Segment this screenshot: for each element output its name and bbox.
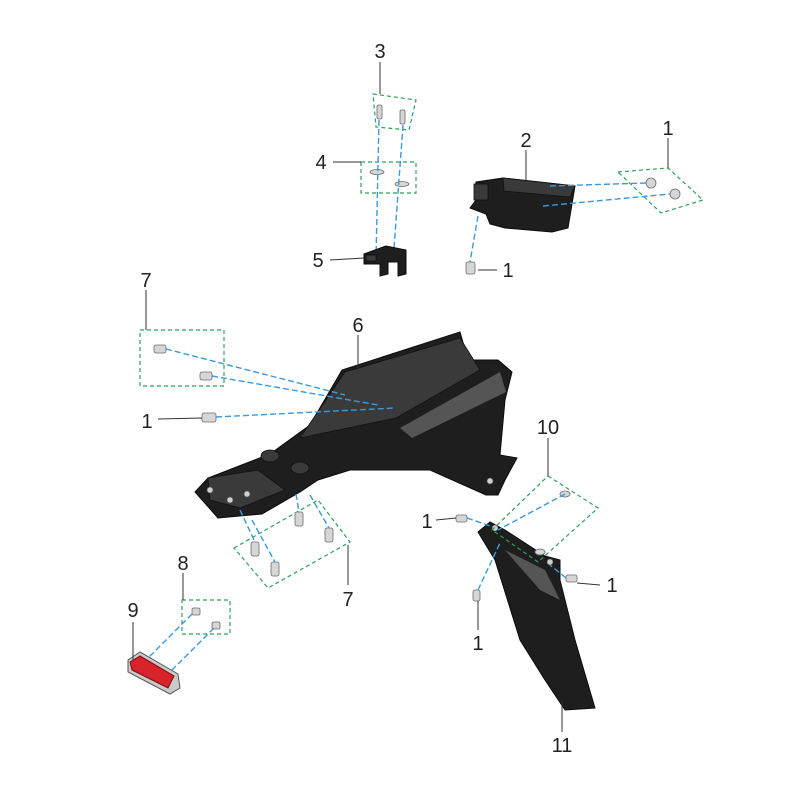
reflector-part-9 xyxy=(127,651,181,695)
assembly-line xyxy=(295,493,300,513)
splash-guard-part-11 xyxy=(477,521,596,711)
group-box-7-lower xyxy=(233,499,351,589)
bolt-part-1-lower xyxy=(465,261,476,275)
group-box-1-right xyxy=(616,167,705,214)
nut-part-8 xyxy=(191,607,221,630)
box-part-2 xyxy=(469,177,576,233)
callout-10: 10 xyxy=(537,417,559,439)
leader-line xyxy=(435,517,457,521)
assembly-line xyxy=(392,124,404,263)
bolt-part-1-fender xyxy=(201,412,217,423)
assembly-line xyxy=(165,348,346,396)
bolt-part-7-upper xyxy=(153,344,213,381)
bolt-part-1 xyxy=(645,177,681,200)
leader-line xyxy=(157,417,203,420)
callout-11: 11 xyxy=(552,735,573,757)
bracket-part-5 xyxy=(363,245,407,277)
group-box-7-upper xyxy=(139,329,225,387)
washer-part-4 xyxy=(369,169,410,187)
callout-7: 7 xyxy=(140,270,151,292)
group-box-3 xyxy=(372,93,417,131)
group-box-10 xyxy=(491,475,599,563)
callout-1: 1 xyxy=(502,260,513,282)
callout-2: 2 xyxy=(520,130,531,152)
assembly-line xyxy=(469,215,479,263)
assembly-line xyxy=(147,613,193,659)
callout-1: 1 xyxy=(141,411,152,433)
callout-6: 6 xyxy=(352,315,363,337)
assembly-line xyxy=(211,375,379,406)
fender-part-6 xyxy=(194,331,518,519)
assembly-line xyxy=(497,493,566,531)
callout-3: 3 xyxy=(374,41,385,63)
assembly-line xyxy=(251,519,276,563)
assembly-line xyxy=(309,494,330,529)
callout-5: 5 xyxy=(312,250,323,272)
leader-line xyxy=(576,582,601,586)
callout-1: 1 xyxy=(472,633,483,655)
callout-9: 9 xyxy=(127,600,138,622)
assembly-line xyxy=(375,119,380,259)
callout-1: 1 xyxy=(606,575,617,597)
assembly-line xyxy=(215,407,396,418)
group-box-4 xyxy=(360,161,417,194)
callout-7: 7 xyxy=(342,589,353,611)
group-box-8 xyxy=(181,599,231,635)
callout-1: 1 xyxy=(662,118,673,140)
assembly-line xyxy=(542,193,671,207)
callout-1: 1 xyxy=(421,511,432,533)
assembly-line xyxy=(549,564,567,579)
bolt-part-7-lower xyxy=(250,511,334,577)
assembly-line xyxy=(466,517,494,528)
assembly-line xyxy=(171,627,215,671)
assembly-line xyxy=(239,509,256,543)
assembly-line xyxy=(549,182,647,187)
callout-8: 8 xyxy=(177,553,188,575)
screw-part-3 xyxy=(376,104,406,125)
leader-line xyxy=(329,257,365,261)
callout-4: 4 xyxy=(315,152,326,174)
